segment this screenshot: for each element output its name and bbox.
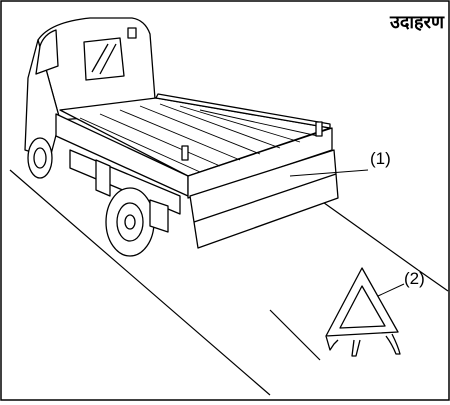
callout-label-1: (1) [370, 150, 391, 168]
callout-label-2: (2) [404, 270, 425, 288]
warning-triangle [326, 268, 400, 356]
figure-title: उदाहरण [390, 12, 444, 34]
pickup-truck [25, 18, 338, 256]
callout-2-leader [378, 284, 404, 296]
